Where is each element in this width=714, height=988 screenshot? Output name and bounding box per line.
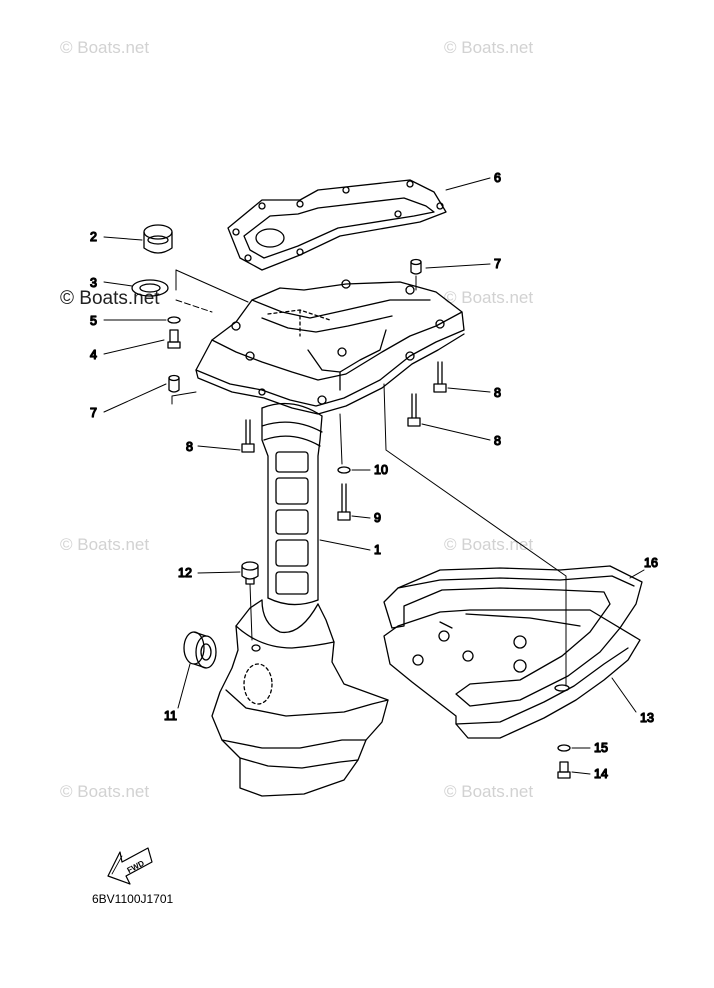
part-11-grommet — [183, 631, 217, 669]
part-7-dowel-upper — [410, 258, 422, 275]
part-5-washer — [167, 316, 181, 324]
callout-14: 14 — [594, 767, 608, 781]
callout-7-lower: 7 — [90, 406, 97, 420]
callout-8-b: 8 — [494, 434, 501, 448]
fwd-label: FWD — [126, 858, 147, 875]
callout-1: 1 — [374, 543, 381, 557]
callout-13: 13 — [640, 711, 654, 725]
watermark: © Boats.net — [444, 288, 534, 307]
callout-9: 9 — [374, 511, 381, 525]
callout-7-upper: 7 — [494, 257, 501, 271]
callout-11: 11 — [164, 709, 177, 723]
watermark: © Boats.net — [60, 38, 150, 57]
part-14-bolt — [557, 761, 571, 779]
callout-4: 4 — [90, 348, 97, 362]
callout-16: 16 — [644, 556, 658, 570]
part-10-washer — [337, 466, 351, 474]
watermark: © Boats.net — [444, 535, 534, 554]
fwd-arrow-icon: FWD — [107, 847, 153, 885]
part-4-bolt — [167, 329, 181, 349]
callout-10: 10 — [374, 463, 388, 477]
callout-15: 15 — [594, 741, 608, 755]
part-8-bolt-c — [241, 419, 255, 453]
part-6-gasket — [227, 179, 447, 271]
part-13-cover — [383, 609, 641, 739]
watermark: © Boats.net — [444, 782, 534, 801]
part-16-seal — [383, 565, 643, 707]
upper-casing — [195, 279, 465, 415]
lower-housing — [211, 599, 389, 797]
part-9-bolt — [337, 483, 351, 521]
leader-lines — [103, 177, 645, 775]
part-15-washer — [557, 744, 571, 752]
watermark: © Boats.net — [60, 782, 150, 801]
part-3-gasket-ring — [131, 279, 169, 297]
part-8-bolt-a — [433, 361, 447, 393]
part-7-dowel-lower — [168, 374, 180, 393]
part-8-bolt-b — [407, 393, 421, 427]
callout-3: 3 — [90, 276, 97, 290]
callout-2: 2 — [90, 230, 97, 244]
diagram-code: 6BV1100J1701 — [92, 892, 174, 906]
assembly-lines — [171, 269, 567, 687]
callout-5: 5 — [90, 314, 97, 328]
watermark: © Boats.net — [444, 38, 534, 57]
callout-12: 12 — [178, 566, 192, 580]
callout-6: 6 — [494, 171, 501, 185]
part-12-plug — [241, 561, 259, 585]
callout-8-c: 8 — [186, 440, 193, 454]
watermark: © Boats.net — [60, 535, 150, 554]
part-1-drive-shaft-housing — [261, 402, 323, 606]
watermark-dark: © Boats.net — [60, 288, 160, 309]
part-2-plug — [143, 224, 173, 254]
callout-8-a: 8 — [494, 386, 501, 400]
